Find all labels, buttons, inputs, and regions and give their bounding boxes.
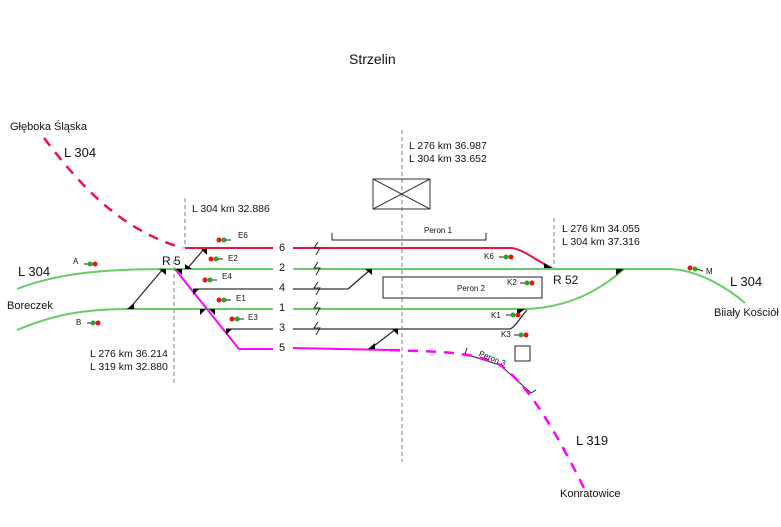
km-label-station-l304: L 304 km 33.652 — [409, 153, 487, 165]
crossover-3-1-east — [509, 309, 528, 330]
signal-E3-icon — [229, 316, 244, 322]
destination-boreczek: Boreczek — [7, 300, 53, 312]
platform-2 — [382, 276, 543, 299]
km-label-l304-branch: L 304 km 32.886 — [192, 203, 270, 215]
station-title: Strzelin — [349, 51, 396, 67]
small-building-icon — [514, 345, 531, 362]
signal-E6-icon — [216, 237, 231, 243]
line-l304-north-approach — [43, 137, 184, 250]
destination-gleboka-slaska: Głęboka Śląska — [10, 121, 88, 133]
signal-B-icon — [87, 320, 101, 326]
km-label-station-l276: L 276 km 36.987 — [409, 140, 487, 152]
destination-konratowice: Konratowice — [560, 488, 621, 500]
platform-1-label: Peron 1 — [424, 226, 453, 235]
isolation-icon-track-3 — [313, 321, 321, 336]
isolation-icon-track-4 — [313, 281, 321, 296]
switch-marker — [544, 263, 552, 268]
platform-3 — [464, 347, 537, 394]
switch-marker — [200, 309, 206, 315]
km-label-r5-l319: L 319 km 32.880 — [90, 361, 168, 373]
signal-label-E4: E4 — [222, 272, 232, 281]
signal-label-E1: E1 — [236, 294, 246, 303]
switch-marker — [616, 269, 624, 275]
signal-label-M: M — [706, 267, 713, 276]
isolation-icon-track-2 — [313, 261, 321, 276]
track-5-east — [292, 347, 391, 351]
line-label-l304-west: L 304 — [18, 264, 51, 279]
switch-marker — [201, 249, 207, 255]
line-label-l304-northwest: L 304 — [64, 145, 97, 160]
signal-E1-icon — [216, 297, 231, 303]
signal-label-A: A — [73, 257, 79, 266]
switch-marker — [159, 269, 166, 275]
signal-box-r52: R 52 — [553, 273, 579, 287]
signal-E2-icon — [208, 256, 223, 262]
signal-M-icon — [687, 265, 704, 272]
track-2-main — [16, 268, 273, 290]
signal-label-E3: E3 — [248, 313, 258, 322]
switch-marker — [368, 343, 375, 349]
platform-1 — [331, 233, 487, 241]
switch-marker — [185, 264, 192, 269]
signal-K1-icon — [506, 312, 521, 318]
track-1-east — [293, 268, 625, 310]
signal-label-K6: K6 — [484, 252, 494, 261]
crossover-r5-1-2 — [129, 268, 164, 309]
signal-label-E2: E2 — [228, 254, 238, 263]
switch-marker — [209, 309, 215, 315]
station-building-icon — [372, 178, 431, 210]
switch-marker — [193, 289, 199, 295]
signal-box-r5: R 5 — [162, 254, 181, 268]
isolation-icon-track-6 — [313, 241, 321, 256]
crossover-4-2 — [347, 269, 371, 290]
track-number-2: 2 — [279, 262, 286, 274]
signal-label-K3: K3 — [501, 330, 511, 339]
track-2-east — [293, 268, 746, 304]
signal-K2-icon — [520, 280, 535, 286]
line-l319 — [389, 348, 587, 491]
track-number-6: 6 — [279, 242, 286, 254]
signal-label-K2: K2 — [507, 278, 517, 287]
isolation-icon-track-1 — [313, 301, 321, 316]
signal-K6-icon — [499, 254, 514, 260]
crossover-r5-2-6 — [186, 248, 205, 270]
platform-2-label: Peron 2 — [457, 284, 486, 293]
switch-marker — [127, 303, 134, 309]
switch-marker — [365, 269, 372, 275]
switch-marker — [226, 329, 232, 335]
track-number-5: 5 — [279, 342, 286, 354]
switch-marker — [176, 269, 182, 275]
track-1-main — [16, 308, 273, 331]
line-label-l304-east: L 304 — [730, 274, 763, 289]
track-isolation-icons — [313, 241, 321, 336]
track-number-4: 4 — [279, 282, 286, 294]
km-label-r52-l276: L 276 km 34.055 — [562, 223, 640, 235]
signal-A-icon — [84, 261, 98, 267]
signal-E4-icon — [202, 277, 217, 283]
signal-label-K1: K1 — [491, 311, 501, 320]
line-label-l319: L 319 — [576, 433, 609, 448]
track-number-3: 3 — [279, 322, 286, 334]
signal-label-B: B — [76, 318, 82, 327]
track-number-1: 1 — [279, 302, 286, 314]
km-label-r5-l276: L 276 km 36.214 — [90, 348, 168, 360]
switch-marker — [392, 329, 398, 335]
signal-label-E6: E6 — [238, 231, 248, 240]
signal-K3-icon — [514, 332, 529, 338]
destination-bialy-kosciol: Biiały Kościół — [714, 307, 779, 319]
switch-markers — [127, 249, 624, 349]
track-5-west — [174, 268, 273, 350]
km-label-r52-l304: L 304 km 37.316 — [562, 236, 640, 248]
